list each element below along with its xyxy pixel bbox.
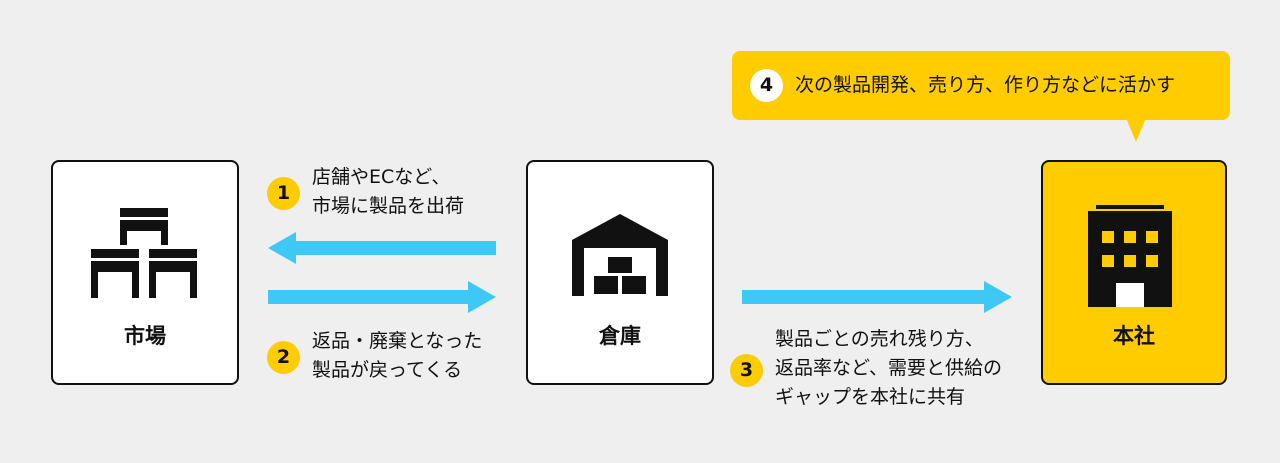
step-2-line-2: 製品が戻ってくる	[312, 359, 463, 381]
step-1-badge: 1	[267, 177, 300, 210]
market-label: 市場	[124, 324, 166, 348]
step-4-label: 次の製品開発、売り方、作り方などに活かす	[795, 74, 1176, 96]
step-3-line-2: 返品率など、需要と供給の	[775, 357, 1003, 379]
step-3-line-3: ギャップを本社に共有	[775, 386, 966, 408]
stalls-icon	[91, 208, 197, 298]
step-2-label: 返品・廃棄となった 製品が戻ってくる	[312, 327, 482, 385]
office-building-icon	[1088, 205, 1172, 307]
step-3-label: 製品ごとの売れ残り方、 返品率など、需要と供給の ギャップを本社に共有	[775, 325, 1002, 412]
market-node: 市場	[51, 160, 239, 385]
step-3-line-1: 製品ごとの売れ残り方、	[775, 328, 984, 350]
warehouse-label: 倉庫	[599, 324, 641, 348]
warehouse-icon	[572, 214, 668, 296]
step-1-label: 店舗やECなど、 市場に製品を出荷	[312, 163, 464, 221]
step-2-line-1: 返品・廃棄となった	[312, 330, 483, 352]
arrow-market-to-warehouse	[268, 281, 496, 313]
headquarters-label: 本社	[1113, 324, 1155, 348]
headquarters-node: 本社	[1041, 160, 1227, 385]
arrow-warehouse-to-headquarters	[742, 281, 1012, 313]
step-1-line-1: 店舗やECなど、	[312, 166, 451, 188]
step-2-badge: 2	[267, 341, 300, 374]
step-4-callout-tail	[1126, 118, 1146, 142]
warehouse-node: 倉庫	[526, 160, 714, 385]
step-3-badge: 3	[730, 354, 763, 387]
step-4-badge: 4	[750, 69, 783, 102]
arrow-warehouse-to-market	[268, 232, 496, 264]
step-1-line-2: 市場に製品を出荷	[312, 195, 465, 217]
step-4-callout: 4 次の製品開発、売り方、作り方などに活かす	[732, 51, 1230, 120]
